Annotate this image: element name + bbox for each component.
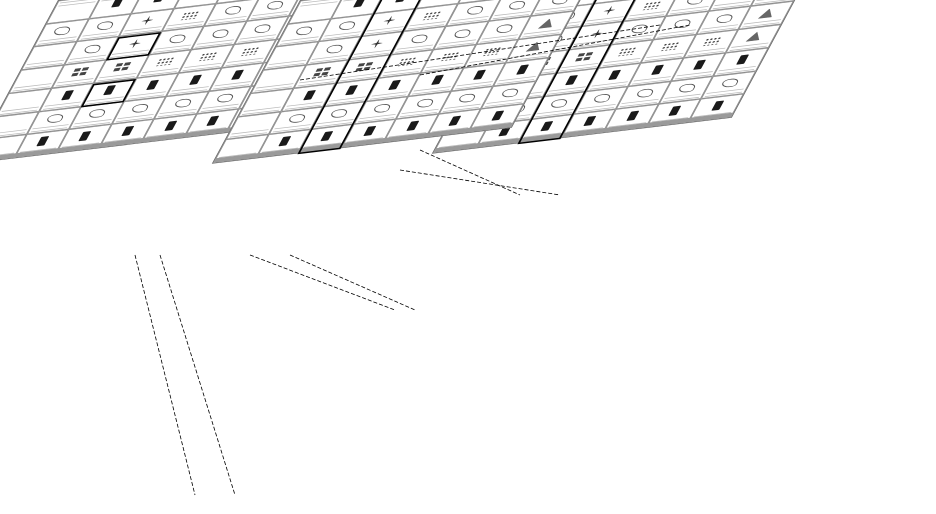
phone-icon (36, 136, 49, 146)
phone-icon (711, 101, 724, 111)
phone-icon (79, 131, 92, 141)
scribble-icon (634, 88, 655, 99)
tri-icon (538, 18, 557, 29)
scribble-icon (629, 23, 650, 34)
phone-icon (146, 80, 159, 90)
phone-icon (693, 60, 706, 70)
tri-icon (745, 31, 764, 42)
phone-icon (61, 90, 74, 100)
dots-icon (397, 57, 417, 67)
scribble-icon (287, 113, 308, 124)
phone-icon (608, 70, 621, 80)
scribble-icon (95, 20, 116, 31)
scribble-icon (464, 5, 485, 16)
scribble-icon (167, 33, 188, 44)
phone-icon (164, 121, 177, 131)
scribble-icon (252, 23, 273, 34)
cell-caption-lines (58, 0, 97, 7)
phone-icon (491, 111, 504, 121)
scribble-icon (324, 44, 345, 55)
connector-line (420, 150, 520, 195)
phone-icon (406, 121, 419, 131)
scribble-icon (337, 20, 358, 31)
phone-icon (736, 54, 749, 64)
cell-caption-lines (300, 0, 339, 7)
dots-icon (617, 47, 637, 57)
scribble-icon (549, 0, 570, 5)
dots-icon (422, 11, 442, 21)
scribble-icon (414, 98, 435, 109)
phone-icon (153, 0, 166, 2)
phone-icon (303, 90, 316, 100)
connector-line (160, 255, 235, 495)
connector-line (250, 255, 395, 310)
phone-icon (431, 75, 444, 85)
tri-icon (758, 8, 777, 19)
scribble-icon (500, 88, 521, 99)
scribble-icon (52, 25, 73, 36)
scribble-icon (677, 83, 698, 94)
scribble-icon (172, 98, 193, 109)
scribble-icon (672, 18, 693, 29)
scribble-icon (87, 108, 108, 119)
scribble-icon (452, 28, 473, 39)
blocks-icon (71, 67, 89, 76)
scribble-icon (684, 0, 705, 6)
dots-icon (702, 37, 722, 47)
phone-icon (516, 64, 529, 74)
phone-icon (473, 70, 486, 80)
tri-icon (525, 41, 544, 52)
dots-icon (155, 57, 175, 67)
phone-icon (626, 111, 639, 121)
phone-icon (353, 0, 366, 8)
phone-icon (278, 136, 291, 146)
phone-icon (121, 126, 134, 136)
scribble-icon (409, 33, 430, 44)
scribble-icon (294, 25, 315, 36)
dots-icon (240, 47, 260, 57)
phone-icon (363, 126, 376, 136)
dots-icon (482, 47, 502, 57)
dots-icon (642, 1, 662, 11)
phone-icon (448, 116, 461, 126)
connector-line (135, 255, 195, 495)
scribble-icon (457, 93, 478, 104)
dots-icon (440, 52, 460, 62)
scribble-icon (720, 78, 741, 89)
phone-icon (668, 106, 681, 116)
phone-icon (189, 75, 202, 85)
scribble-icon (45, 113, 66, 124)
phone-icon (388, 80, 401, 90)
scribble-icon (222, 5, 243, 16)
star-icon (139, 15, 156, 26)
scribble-icon (372, 103, 393, 114)
scribble-icon (215, 93, 236, 104)
connector-line (400, 170, 560, 195)
scribble-icon (507, 0, 528, 10)
scribble-icon (130, 103, 151, 114)
scribble-icon (82, 44, 103, 55)
scribble-icon (714, 13, 735, 23)
blocks-icon (113, 62, 131, 71)
scribble-icon (494, 23, 515, 34)
blocks-icon (313, 67, 331, 76)
phone-icon (583, 116, 596, 126)
scribble-icon (265, 0, 286, 10)
phone-icon (651, 65, 664, 75)
dots-icon (660, 42, 680, 52)
dots-icon (198, 52, 218, 62)
scribble-icon (210, 28, 231, 39)
connector-line (290, 255, 415, 310)
phone-icon (231, 70, 244, 80)
dots-icon (180, 11, 200, 21)
phone-icon (111, 0, 124, 8)
scribble-icon (592, 93, 613, 104)
phone-icon (206, 116, 219, 126)
